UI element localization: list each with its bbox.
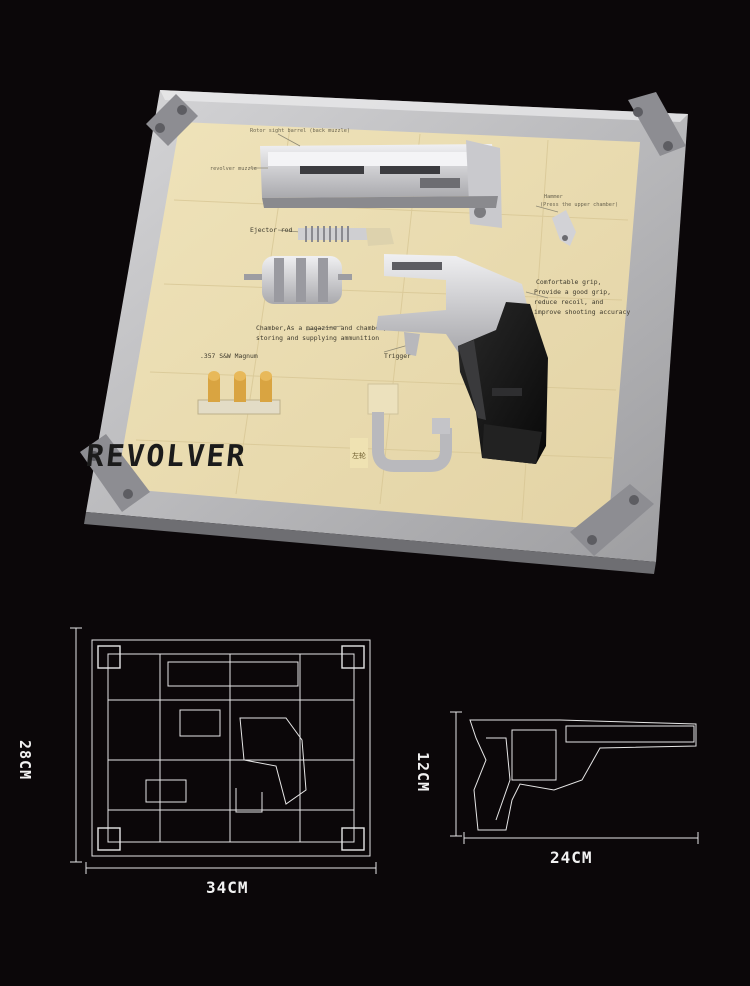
callout-grip-2: Provide a good grip,	[534, 288, 611, 296]
receiver-part	[376, 254, 534, 356]
callout-chamber-2: storing and supplying ammunition	[256, 334, 379, 342]
corner-bracket-top-right	[628, 92, 686, 156]
trigger-guard	[367, 383, 452, 472]
frame-height-label: 28CM	[16, 740, 34, 781]
callout-ammo: .357 S&W Magnum	[200, 352, 258, 360]
bullet-1	[208, 371, 220, 402]
frame-dimension-drawing	[70, 627, 377, 874]
callout-hammer-title: Hammer	[544, 194, 563, 200]
callout-hammer-desc: (Press the upper chamber)	[540, 202, 618, 208]
logo-badge: 左轮	[352, 451, 366, 460]
frame-width-label: 34CM	[206, 878, 249, 897]
callout-muzzle: revolver muzzle	[210, 166, 257, 172]
corner-bracket-bottom-left	[80, 434, 150, 512]
grip-part	[458, 302, 548, 464]
gun-width-label: 24CM	[550, 848, 593, 867]
callout-chamber-1: Chamber,As a magazine and chamber,	[256, 324, 387, 332]
bullet-2	[234, 371, 246, 402]
corner-bracket-top-left	[146, 94, 198, 146]
revolver-barrel	[260, 140, 502, 228]
corner-bracket-bottom-right	[570, 484, 654, 556]
gun-dimension-drawing	[450, 711, 699, 844]
callout-top: Rotor sight barrel (back muzzle)	[250, 128, 350, 134]
ammo-stand	[197, 371, 281, 415]
callout-ejector: Ejector rod	[250, 226, 292, 234]
bullet-3	[260, 371, 272, 402]
hammer-part	[552, 210, 576, 246]
callout-grip-4: improve shooting accuracy	[534, 308, 630, 316]
cylinder-part	[244, 256, 352, 304]
callout-grip-1: Comfortable grip,	[536, 278, 601, 286]
logo-text: REVOLVER	[84, 439, 248, 474]
callout-grip-3: reduce recoil, and	[534, 298, 603, 306]
revolver-logo: REVOLVER 左轮	[84, 438, 368, 474]
callout-trigger: Trigger	[384, 352, 411, 360]
gun-height-label: 12CM	[414, 752, 432, 793]
ejector-rod	[298, 226, 394, 246]
